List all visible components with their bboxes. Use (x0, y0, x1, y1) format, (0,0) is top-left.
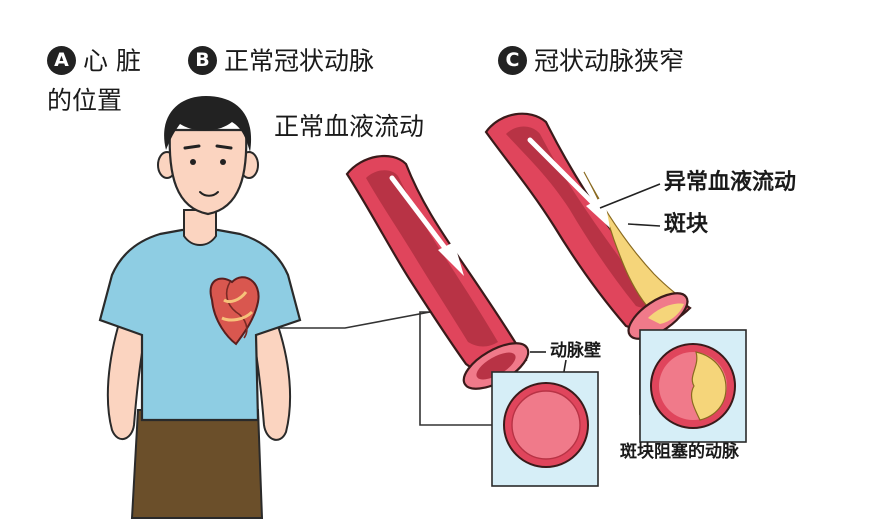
left-brow (183, 144, 201, 150)
hair (164, 96, 252, 152)
normal-cross-section-inset (491, 371, 599, 487)
abnormal-flow-arrow (527, 137, 599, 209)
plaque-label: 斑块 (664, 212, 709, 237)
section-a-label-line2: 的位置 (47, 86, 123, 115)
mouth (199, 191, 219, 197)
right-arm (250, 318, 292, 441)
neck (183, 209, 217, 246)
artery-wall-label: 动脉壁 (550, 341, 601, 361)
person-figure (98, 96, 302, 519)
right-brow (215, 144, 233, 150)
section-c-badge: C (498, 46, 527, 75)
section-a-label: 心 脏 (83, 46, 141, 76)
section-a-badge: A (47, 46, 76, 75)
right-eye (220, 159, 226, 165)
normal-flow-arrow (389, 175, 451, 255)
face (168, 128, 248, 216)
shirt (98, 228, 302, 422)
pants (130, 409, 264, 519)
section-b-badge: B (188, 46, 217, 75)
section-b-label: 正常冠状动脉 (224, 46, 375, 76)
blocked-cross-section-inset (639, 329, 747, 443)
heart-icon (209, 276, 260, 346)
narrowed-artery-tube (484, 112, 692, 340)
left-eye (190, 159, 196, 165)
normal-flow-label: 正常血液流动 (274, 112, 425, 141)
section-c-label: 冠状动脉狭窄 (534, 46, 685, 76)
plaque-cross-section (690, 351, 727, 421)
normal-artery-tube (345, 155, 530, 390)
blocked-artery-label: 斑块阻塞的动脉 (620, 442, 739, 462)
left-arm (106, 318, 148, 440)
abnormal-flow-label: 异常血液流动 (664, 170, 797, 195)
